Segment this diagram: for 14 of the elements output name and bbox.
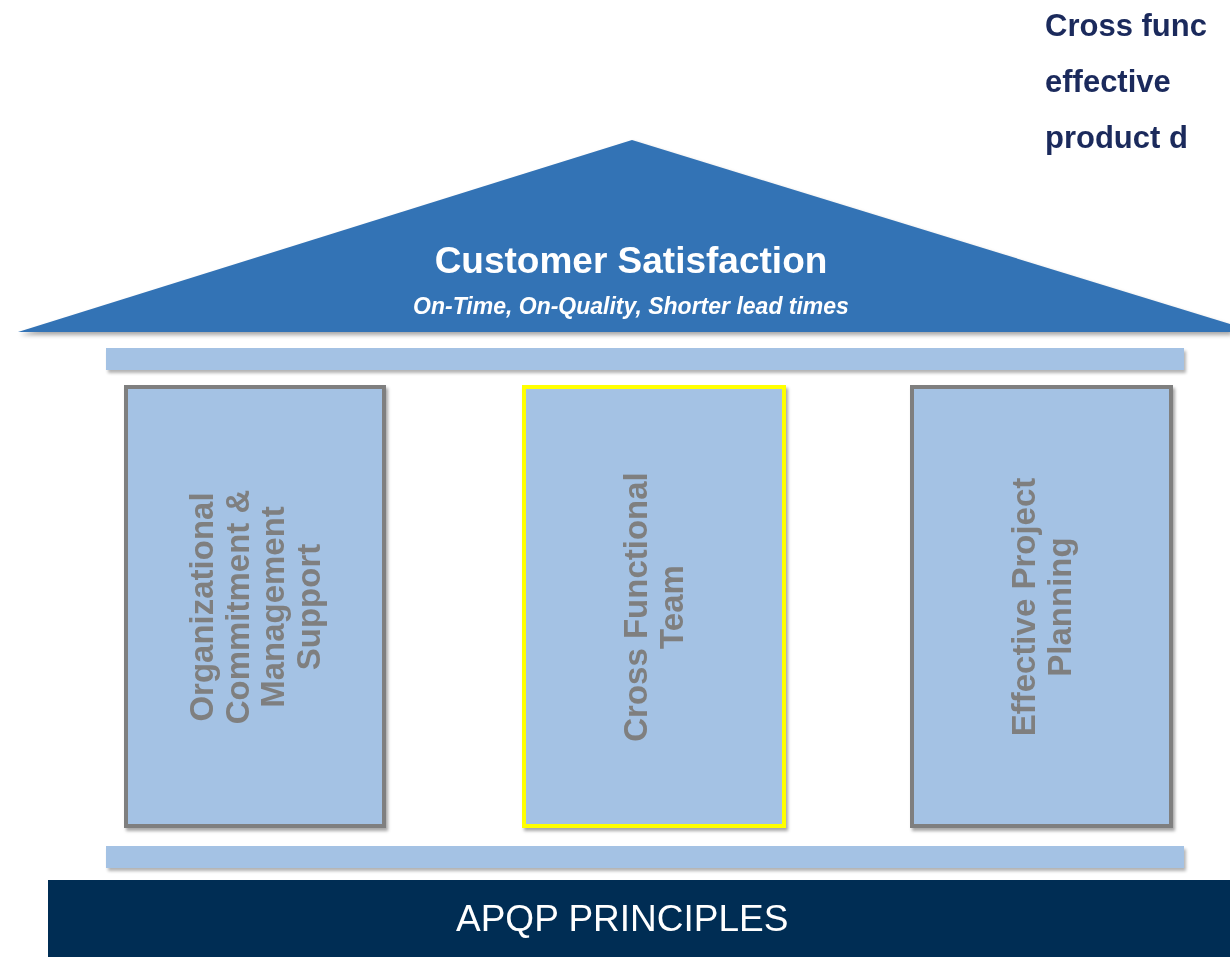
roof-title: Customer Satisfaction	[433, 240, 829, 282]
base-band: APQP PRINCIPLES	[48, 880, 1230, 957]
beam-bar	[106, 846, 1184, 868]
pillar-box	[522, 385, 786, 828]
pillar-box	[910, 385, 1173, 828]
pillar-label: Effective Project Planning	[1005, 476, 1078, 738]
heading-text: product d	[1045, 120, 1188, 156]
beam-bar	[106, 348, 1184, 370]
roof-subtitle: On-Time, On-Quality, Shorter lead times	[412, 293, 850, 320]
heading-text: effective	[1045, 64, 1171, 100]
pillar-label: Cross Functional Team	[618, 470, 690, 744]
heading-text: Cross func	[1045, 8, 1207, 44]
pillar-box	[124, 385, 386, 828]
pillar-label: Organizational Commitment & Management Support	[183, 488, 327, 726]
